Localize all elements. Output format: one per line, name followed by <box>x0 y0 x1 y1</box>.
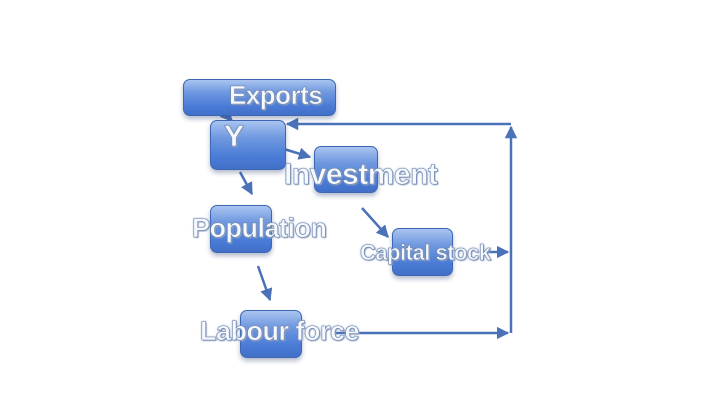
node-capital-stock <box>392 228 453 276</box>
label-y: Y <box>224 120 245 153</box>
node-population <box>210 205 272 253</box>
label-population: Population <box>192 213 328 243</box>
node-exports <box>183 79 336 116</box>
label-capital-stock: Capital stock <box>360 240 492 265</box>
node-investment <box>314 146 378 193</box>
arrow-population-to-labour <box>256 265 273 302</box>
label-labour-force: Labour force <box>200 316 360 346</box>
node-labour-force <box>240 310 302 358</box>
label-investment: Investment <box>284 158 438 191</box>
label-exports: Exports <box>229 80 323 110</box>
arrow-y-to-population <box>238 171 254 196</box>
arrow-y-to-investment <box>283 147 312 160</box>
arrow-investment-to-capital <box>361 207 389 238</box>
node-y <box>210 120 286 170</box>
